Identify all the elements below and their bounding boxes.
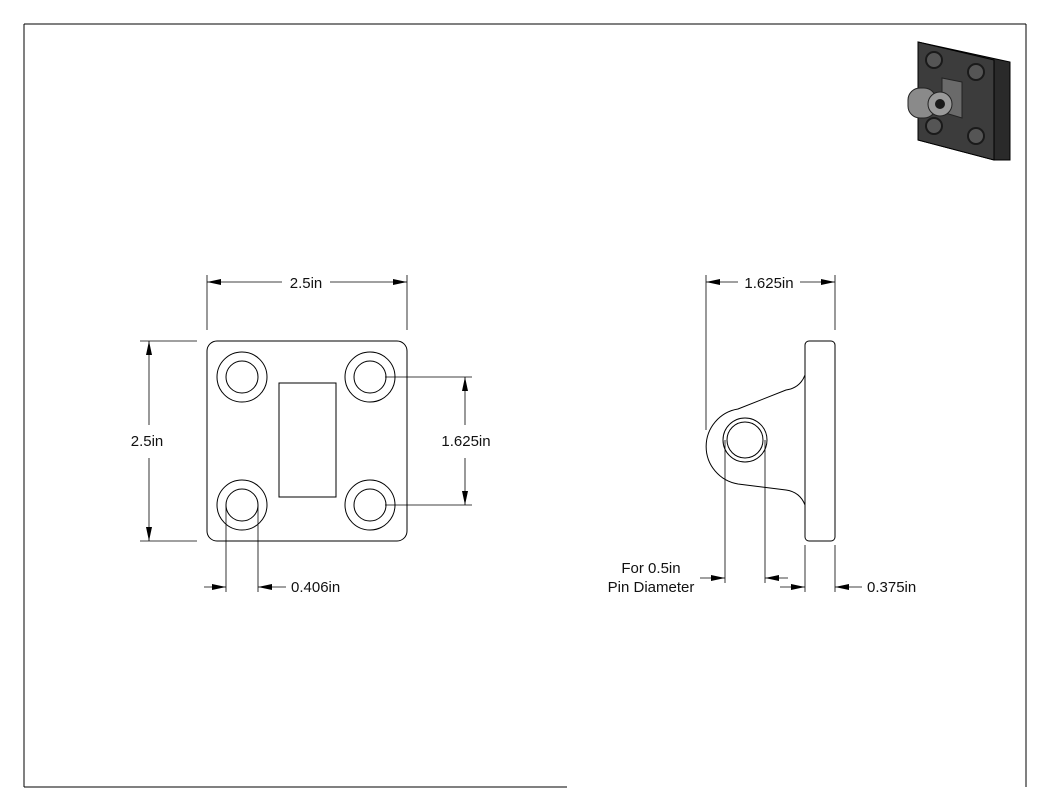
plate-thickness-dimension-label: 0.375in [867,579,916,596]
pin-diameter-dimension: For 0.5in Pin Diameter [608,440,788,596]
width-dimension-label: 2.5in [290,275,323,292]
height-dimension-label: 2.5in [131,433,164,450]
height-dimension: 2.5in [131,340,197,542]
side-plate-outline [804,340,836,542]
mounting-hole-top-left [216,351,268,403]
pin-note-line2: Pin Diameter [608,579,695,596]
pin-note-line1: For 0.5in [621,560,680,577]
hole-diameter-dimension-label: 0.406in [291,579,340,596]
depth-dimension-label: 1.625in [744,275,793,292]
pin-hole [722,417,768,463]
sheet-border [23,23,1027,788]
hole-spacing-dimension-label: 1.625in [441,433,490,450]
mounting-hole-bottom-left [216,479,268,531]
plate-thickness-dimension: 0.375in [780,545,916,596]
isometric-thumbnail [907,41,1011,161]
thumbnail-holes [925,51,985,145]
depth-dimension: 1.625in [705,275,836,430]
hole-spacing-dimension: 1.625in [385,376,491,506]
side-view: 1.625in For 0.5in Pin Diameter 0.375in [608,275,916,596]
clevis-lug-outline [705,374,806,506]
base-plate-outline [206,340,408,542]
center-slot [278,382,337,498]
front-view: 2.5in 2.5in 1.625in [131,275,491,596]
width-dimension: 2.5in [206,275,408,330]
hole-diameter-dimension: 0.406in [204,505,340,596]
